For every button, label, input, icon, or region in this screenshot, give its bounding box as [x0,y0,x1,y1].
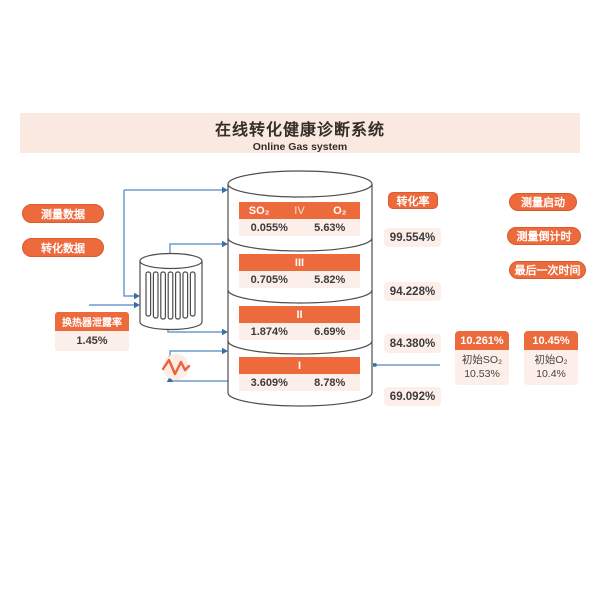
layer-3-so2: 0.705% [250,273,288,286]
layer-1-o2: 8.78% [314,376,346,389]
pulse-icon [161,354,191,380]
layer-4-so2: 0.055% [250,221,288,234]
page-subtitle: Online Gas system [252,141,348,153]
initial-so2-card: 10.261% 初始SO₂ 10.53% [455,331,509,385]
leakage-rate-title: 换热器泄露率 [55,312,129,331]
initial-o2-body: 初始O₂ 10.4% [524,350,578,385]
measure-countdown-button[interactable]: 测量倒计时 [507,227,581,245]
leakage-rate-card: 换热器泄露率 1.45% [55,312,129,351]
layer-3-o2: 5.82% [314,273,346,286]
layer-1-label: I [239,357,360,374]
layer-3-values: 0.705% 5.82% [239,271,360,288]
converter-layer-2: II 1.874% 6.69% [239,306,360,340]
layer-4-values: 0.055% 5.63% [239,219,360,236]
initial-o2-badge: 10.45% [524,331,578,350]
converter-layer-4: SO₂ IV O₂ 0.055% 5.63% [239,202,360,236]
leakage-rate-value: 1.45% [55,331,129,351]
conversion-rate-layer-2: 84.380% [384,334,441,353]
measure-start-button[interactable]: 测量启动 [509,193,577,211]
so2-column-label: SO₂ [248,204,270,217]
page-title: 在线转化健康诊断系统 [214,122,385,139]
layer-4-label: IV [294,204,305,217]
layer-4-o2: 5.63% [314,221,346,234]
layer-2-so2: 1.874% [250,325,288,338]
initial-so2-badge: 10.261% [455,331,509,350]
converter-cylinder [227,170,373,407]
conversion-rate-layer-3: 94.228% [384,282,441,301]
heat-exchanger-icon [139,252,203,331]
converter-layer-3: III 0.705% 5.82% [239,254,360,288]
title-band: 在线转化健康诊断系统 Online Gas system [20,113,580,153]
conversion-data-button[interactable]: 转化数据 [22,238,104,257]
initial-so2-name: 初始SO₂ [461,354,503,366]
conversion-rate-layer-1: 69.092% [384,387,441,406]
layer-1-so2: 3.609% [250,376,288,389]
conversion-rate-layer-4: 99.554% [384,228,441,247]
measure-data-button[interactable]: 测量数据 [22,204,104,223]
o2-column-label: O₂ [333,204,347,217]
conversion-rate-button[interactable]: 转化率 [388,192,438,209]
layer-2-o2: 6.69% [314,325,346,338]
initial-so2-body: 初始SO₂ 10.53% [455,350,509,385]
converter-layer-1: I 3.609% 8.78% [239,357,360,391]
initial-so2-value: 10.53% [464,368,500,380]
initial-o2-name: 初始O₂ [534,354,568,366]
last-time-button[interactable]: 最后一次时间 [509,261,586,279]
layer-2-label: II [239,306,360,323]
layer-3-label: III [239,254,360,271]
layer-1-values: 3.609% 8.78% [239,374,360,391]
initial-o2-value: 10.4% [536,368,566,380]
layer-4-header: SO₂ IV O₂ [239,202,360,219]
initial-o2-card: 10.45% 初始O₂ 10.4% [524,331,578,385]
layer-2-values: 1.874% 6.69% [239,323,360,340]
pipe-endpoints [134,186,377,382]
